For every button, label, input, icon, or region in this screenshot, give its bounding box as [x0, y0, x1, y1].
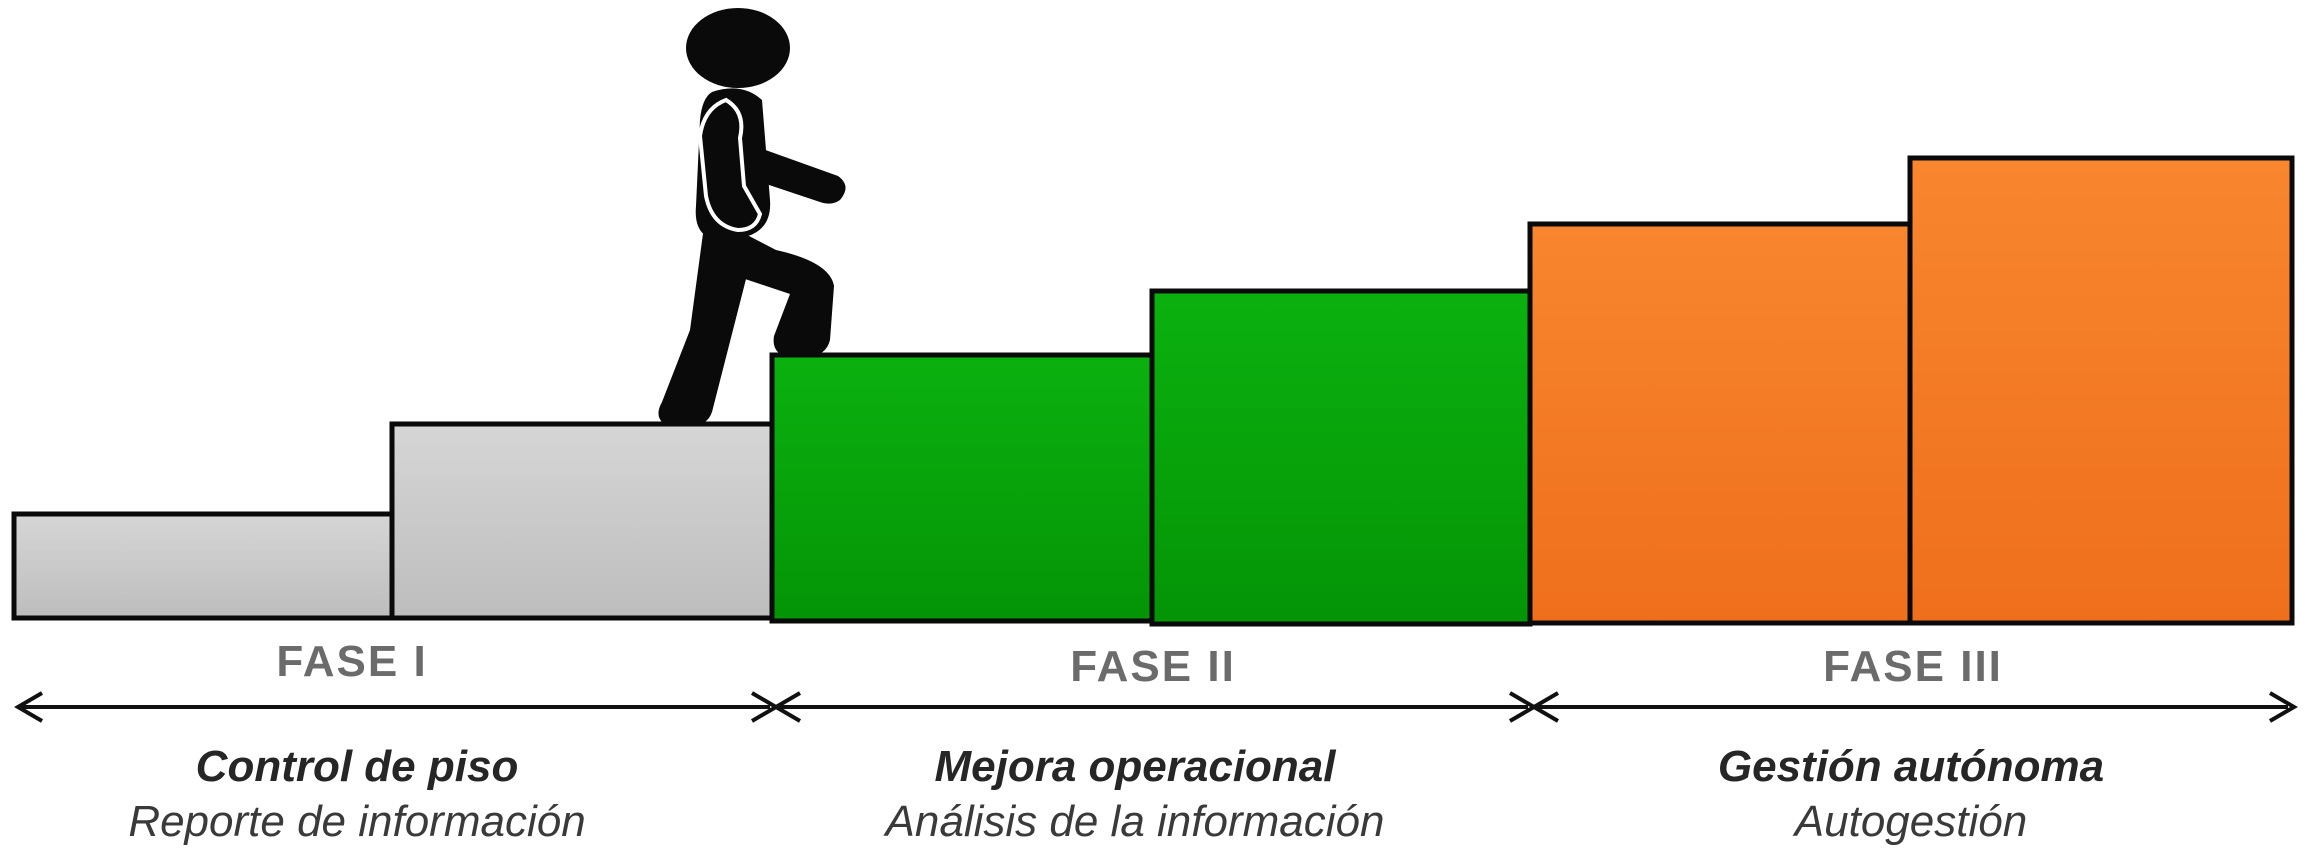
figure-arm-back	[697, 97, 763, 233]
figure-head	[686, 8, 790, 88]
step-3b	[1907, 155, 2295, 626]
figure-leg-back	[658, 226, 756, 426]
phase-3-title: Gestión autónoma	[1718, 742, 2104, 791]
steps	[11, 155, 2295, 627]
phase-1-subtitle: Reporte de información	[128, 797, 585, 846]
step-1b	[389, 421, 775, 621]
step-2b	[1149, 288, 1533, 627]
phase-2-title: Mejora operacional	[934, 742, 1336, 791]
phase-3-subtitle: Autogestión	[1792, 797, 2027, 846]
phase-2-label: FASE II	[1070, 642, 1236, 691]
phase-2-subtitle: Análisis de la información	[883, 797, 1385, 846]
walking-person-icon	[658, 8, 846, 426]
phase-1-arrow	[14, 691, 780, 723]
figure-arm-front	[748, 148, 846, 204]
phase-3-label: FASE III	[1823, 642, 2003, 691]
step-1a	[11, 511, 395, 621]
phase-1-title: Control de piso	[196, 742, 519, 791]
phase-arrows	[14, 691, 2298, 723]
step-3a	[1527, 221, 1913, 626]
phase-3-arrow	[1530, 691, 2298, 723]
step-2a	[769, 352, 1155, 624]
phase-2-arrow	[772, 691, 1538, 723]
phase-1-label: FASE I	[276, 637, 427, 686]
